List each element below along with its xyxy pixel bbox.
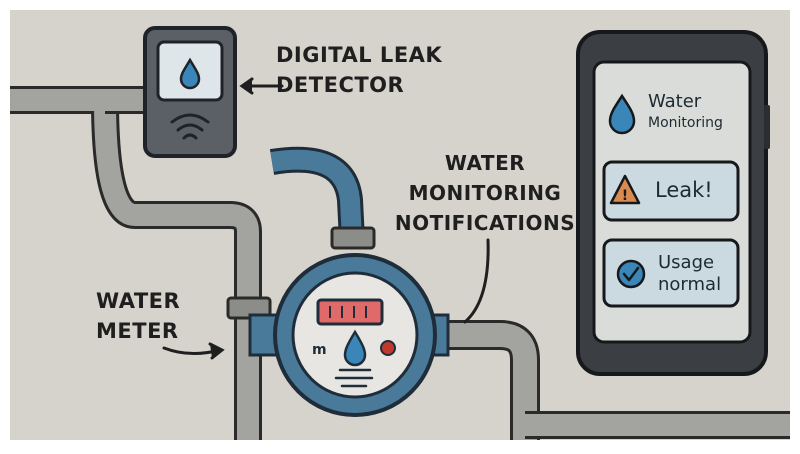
usage-status-text: Usage normal — [658, 252, 721, 296]
warning-icon — [609, 174, 641, 205]
water-meter: m — [248, 253, 450, 417]
top-coupling — [330, 226, 376, 250]
notifications-label: WATER MONITORING NOTIFICATIONS — [380, 148, 590, 238]
smartphone: ! — [576, 30, 770, 376]
app-title-line2: Monitoring — [648, 115, 723, 131]
notifications-label-line3: NOTIFICATIONS — [394, 211, 576, 235]
meter-label: WATER METER — [96, 286, 180, 346]
usage-status-line2: normal — [658, 274, 722, 295]
detector-label: DIGITAL LEAK DETECTOR — [276, 40, 442, 100]
notifications-label-line2: MONITORING — [408, 181, 562, 205]
meter-symbol-icon: m — [312, 342, 327, 358]
phone-water-drop-icon — [608, 93, 636, 135]
detector-label-line2: DETECTOR — [276, 73, 405, 97]
leak-alert-text: Leak! — [655, 178, 713, 202]
leak-alert-card[interactable] — [602, 160, 740, 222]
leak-detector — [143, 26, 237, 158]
app-title: Water Monitoring — [648, 91, 723, 133]
check-circle-icon — [616, 259, 646, 289]
usage-status-card[interactable] — [602, 238, 740, 308]
usage-status-line1: Usage — [658, 252, 715, 273]
svg-text:!: ! — [622, 188, 628, 204]
detector-water-drop-icon — [179, 57, 201, 90]
meter-water-drop-icon — [343, 329, 367, 367]
meter-label-line1: WATER — [96, 289, 181, 313]
annotation-arrows — [162, 77, 490, 360]
detector-label-line1: DIGITAL LEAK — [276, 43, 443, 67]
wifi-signal-icon — [170, 113, 210, 140]
meter-display — [316, 298, 384, 326]
notifications-label-line1: WATER — [444, 151, 526, 175]
meter-indicator-light — [380, 340, 396, 356]
meter-label-line2: METER — [96, 319, 179, 343]
pipe-system — [10, 86, 790, 440]
app-title-line1: Water — [648, 91, 702, 112]
